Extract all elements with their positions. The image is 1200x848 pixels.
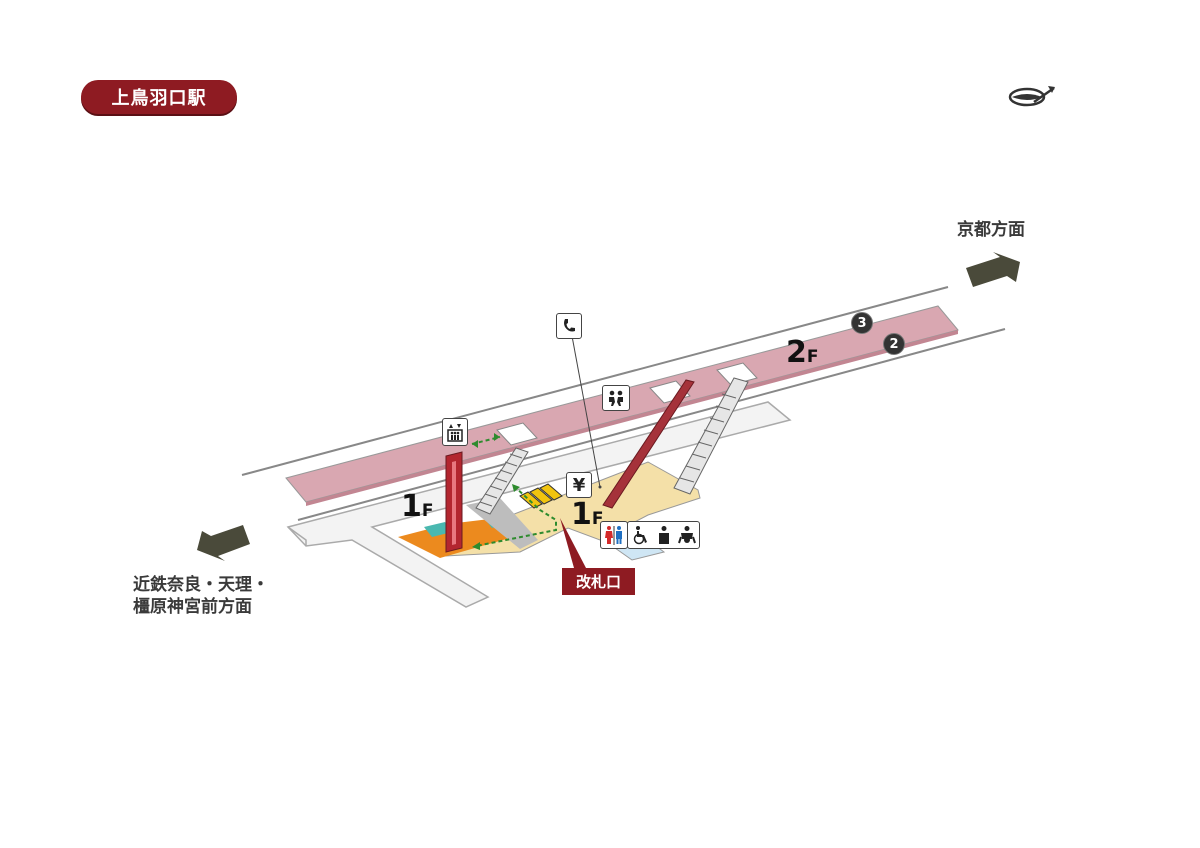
floor-label-1f-right: 1F <box>571 497 604 532</box>
room-teal <box>424 522 452 537</box>
stair-opening <box>496 422 538 446</box>
baby-care-icon <box>677 526 696 544</box>
stairs-right <box>673 377 749 495</box>
rail-line <box>297 328 1006 521</box>
station-title: 上鳥羽口駅 <box>81 80 237 114</box>
wheelchair-icon <box>633 526 647 545</box>
accessible-facilities <box>627 521 700 549</box>
toilet-icon <box>600 521 628 549</box>
platform-number-2: 2 <box>883 333 905 355</box>
ticket-gate-label: 改札口 <box>562 568 635 595</box>
elevator-icon <box>442 418 468 446</box>
nursing-room-icon <box>658 526 669 544</box>
stair-opening <box>716 362 758 386</box>
gate-pointer <box>560 518 586 568</box>
slope-ramp <box>602 379 695 509</box>
ground-slab <box>286 401 792 608</box>
direction-nara-line1: 近鉄奈良・天理・ <box>133 575 269 595</box>
ticket-machine-icon: ¥ <box>566 472 592 498</box>
phone-icon <box>556 313 582 339</box>
platform-number-3: 3 <box>851 312 873 334</box>
stairs-left <box>475 447 529 515</box>
rail-line <box>241 286 949 476</box>
arrow-nara-icon <box>197 525 250 561</box>
direction-nara-line2: 橿原神宮前方面 <box>133 597 252 617</box>
direction-kyoto-label: 京都方面 <box>957 220 1025 240</box>
compass-icon <box>1008 86 1055 107</box>
floor-label-1f-left: 1F <box>401 489 434 524</box>
direction-nara-label: 近鉄奈良・天理・ 橿原神宮前方面 <box>133 574 269 618</box>
waiting-room-icon <box>602 385 630 411</box>
arrow-kyoto-icon <box>966 252 1020 287</box>
floor-label-2f: 2F <box>786 335 819 370</box>
